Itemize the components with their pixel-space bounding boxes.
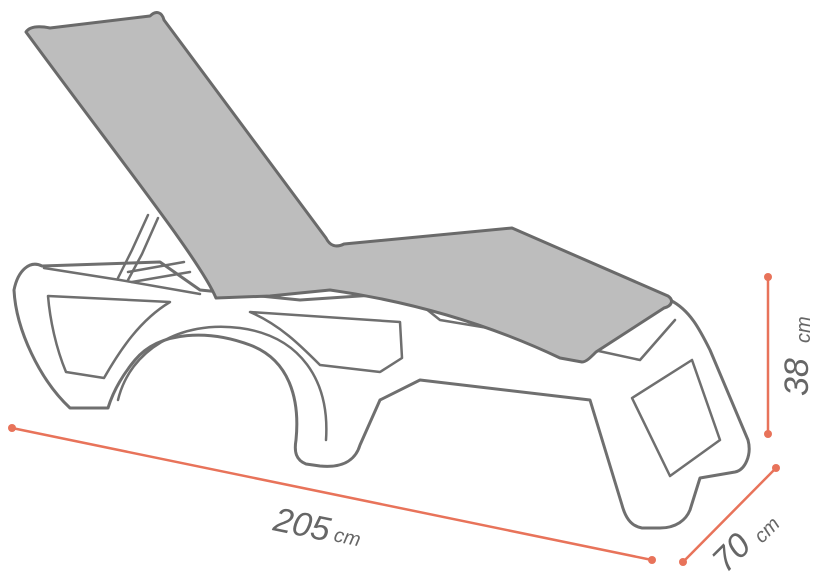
height-endpoint-top	[764, 273, 772, 281]
frame-top-rail	[42, 266, 202, 296]
backrest-crossbar	[126, 260, 192, 284]
length-endpoint-left	[8, 424, 16, 432]
dimension-height: 38 cm	[764, 273, 814, 438]
width-endpoint-top	[772, 464, 780, 472]
frame-arch	[116, 325, 328, 442]
length-dimension-line	[11, 426, 653, 562]
length-endpoint-right	[648, 556, 656, 564]
length-value: 205	[269, 500, 333, 549]
lounger-fabric	[24, 11, 673, 364]
width-dimension-line	[682, 467, 777, 563]
height-value: 38	[778, 358, 814, 396]
width-endpoint-bottom	[679, 558, 687, 566]
width-unit: cm	[750, 513, 784, 547]
frame-middle-window	[248, 310, 404, 374]
height-unit: cm	[793, 316, 814, 343]
height-endpoint-bottom	[764, 430, 772, 438]
frame-front-leg-panel	[630, 358, 722, 478]
frame-front-edge	[592, 318, 677, 362]
length-unit: cm	[332, 524, 363, 551]
frame-left-window	[46, 294, 172, 380]
